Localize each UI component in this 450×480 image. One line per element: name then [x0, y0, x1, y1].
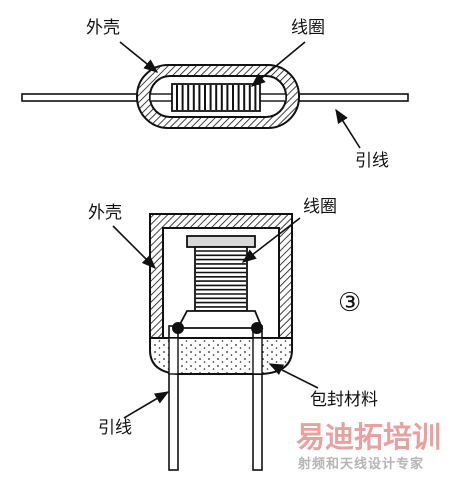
radial-bobbin-top-flange [186, 235, 256, 248]
label-bottom-coil: 线圈 [303, 197, 337, 217]
solder-dot-right [251, 322, 263, 334]
radial-coil-windings [196, 250, 246, 308]
arrow-bottom-lead [123, 391, 170, 419]
arrow-top-coil [250, 41, 306, 87]
radial-inductor [149, 213, 293, 471]
label-bottom-seal: 包封材料 [310, 390, 378, 410]
label-top-shell: 外壳 [86, 18, 120, 38]
radial-bobbin-base [176, 310, 264, 329]
label-top-lead: 引线 [355, 151, 389, 171]
axial-inductor [21, 64, 409, 129]
watermark-logo-text: 易迪拓培训 [296, 420, 442, 454]
arrow-bottom-seal [268, 363, 319, 389]
arrow-bottom-shell [112, 225, 157, 270]
leader-arrows [112, 41, 361, 419]
axial-coil-windings [176, 85, 257, 110]
label-bottom-lead: 引线 [98, 418, 132, 438]
arrow-top-lead [335, 108, 361, 149]
arrow-top-shell [119, 41, 159, 73]
label-bottom-number: ③ [338, 288, 362, 318]
watermark-tagline: 射频和天线设计专家 [298, 457, 425, 472]
arrow-bottom-coil [241, 217, 301, 263]
solder-dot-left [172, 322, 184, 334]
radial-lead-left-in-seal [168, 337, 179, 375]
label-bottom-shell: 外壳 [88, 203, 122, 223]
radial-lead-right-in-seal [252, 337, 263, 375]
radial-bobbin-body [194, 246, 248, 312]
label-top-coil: 线圈 [291, 18, 325, 38]
